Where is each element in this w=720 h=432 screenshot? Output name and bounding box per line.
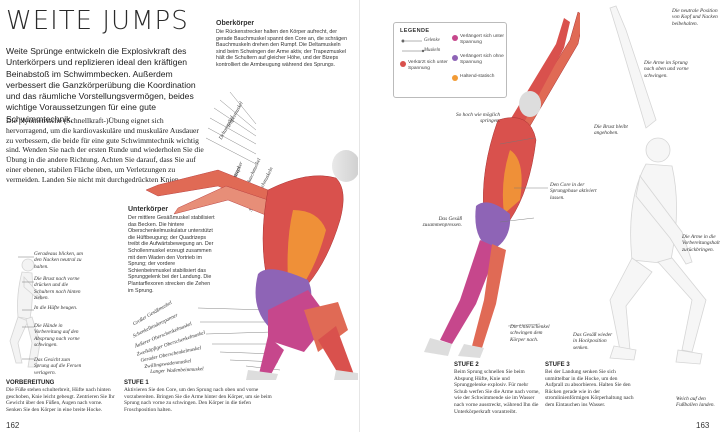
oberkoerper-heading: Oberkörper — [216, 20, 255, 27]
stage2-leader-lines — [500, 137, 548, 327]
stufe1-caption: Aktivieren Sie den Core, um den Sprung n… — [124, 387, 272, 413]
legend-item-static: Haltend-statisch — [460, 74, 495, 79]
stage2-figure — [424, 11, 580, 358]
legend-swatch-lengthening-no-tension — [452, 55, 458, 61]
stufe1-label: STUFE 1 — [124, 380, 149, 386]
stufe3-note-1: Die neutrale Position von Kopf und Nacke… — [672, 8, 718, 27]
stufe2-caption: Beim Sprung schnellen Sie beim Abspung H… — [454, 369, 540, 415]
prep-label: VORBEREITUNG — [6, 380, 55, 386]
prep-note-4: Die Hände in Vorbereitung auf den Abspru… — [34, 323, 80, 349]
stufe3-note-2: Die Arme im Sprung nach oben und vorne s… — [644, 60, 689, 79]
legend-item-gelenke: Gelenke — [424, 38, 440, 43]
legend-swatch-shortening — [400, 61, 406, 67]
legend-swatch-lengthening-tension — [452, 35, 458, 41]
legend-item-shortening: Verkürzt sich unter Spannung — [408, 60, 448, 71]
page-number-right: 163 — [696, 421, 710, 430]
stufe3-note-4: Die Arme in die Vorbereitungshaltung zur… — [682, 234, 720, 253]
stufe3-label: STUFE 3 — [545, 362, 570, 368]
stage1-figure — [145, 150, 358, 380]
page-gutter — [359, 0, 360, 432]
stufe3-note-6: Weich auf den Fußballen landen. — [676, 396, 715, 409]
legend-item-lengthening-tension: Verlängert sich unter Spannung — [460, 34, 504, 45]
stufe2-note-3: Das Gesäß zusammenpressen. — [422, 216, 462, 229]
stufe3-caption: Bei der Landung senken Sie sich unmittel… — [545, 369, 634, 408]
prep-note-1: Geradeaus blicken, um den Nacken neutral… — [34, 251, 83, 270]
legend-swatch-static — [452, 75, 458, 81]
legend-item-lengthening-no-tension: Verlängert sich ohne Spannung — [460, 54, 504, 65]
legend-line-icons — [401, 39, 425, 53]
intro-text: Weite Sprünge entwickeln die Explosivkra… — [6, 46, 196, 124]
prep-note-5: Das Gesicht zum Sprung auf die Fersen ve… — [34, 357, 82, 376]
prep-leader-lines — [18, 256, 34, 360]
legend-item-muskeln: Muskeln — [424, 48, 441, 53]
upper-leader-lines — [205, 91, 257, 165]
prep-figure — [9, 258, 43, 368]
stage3-figure — [609, 5, 707, 365]
stufe3-note-3: Die Brust bleibt angehoben. — [594, 124, 628, 137]
stufe2-note-1: So hoch wie möglich springen. — [456, 112, 500, 125]
unterkoerper-text: Der mittlere Gesäßmuskel stabilisiert da… — [128, 215, 215, 294]
legend-title: LEGENDE — [400, 28, 430, 34]
stufe2-note-2: Den Core in der Sprungphase aktiviert la… — [550, 182, 597, 201]
stufe2-note-4: Die Unterschenkel schwingen dem Körper n… — [510, 324, 550, 343]
prep-caption: Die Füße stehen schulterbreit, Hüfte nac… — [6, 387, 115, 413]
page-number-left: 162 — [6, 421, 20, 430]
prep-note-3: In die Hüfte beugen. — [34, 305, 78, 311]
body-text: Die plyometrische (Schnellkraft-)Übung e… — [6, 116, 204, 184]
stufe2-label: STUFE 2 — [454, 362, 479, 368]
oberkoerper-text: Die Rückenstrecker halten den Körper auf… — [216, 29, 348, 68]
prep-note-2: Die Brust nach vorne drücken und die Sch… — [34, 276, 81, 302]
unterkoerper-heading: Unterkörper — [128, 206, 169, 213]
legend-box: LEGENDE Gelenke Muskeln Verkürzt sich un… — [393, 22, 507, 98]
page-title: WEITE JUMPS — [6, 6, 189, 36]
stufe3-note-5: Das Gesäß wieder in Hockposition senken. — [573, 332, 613, 351]
